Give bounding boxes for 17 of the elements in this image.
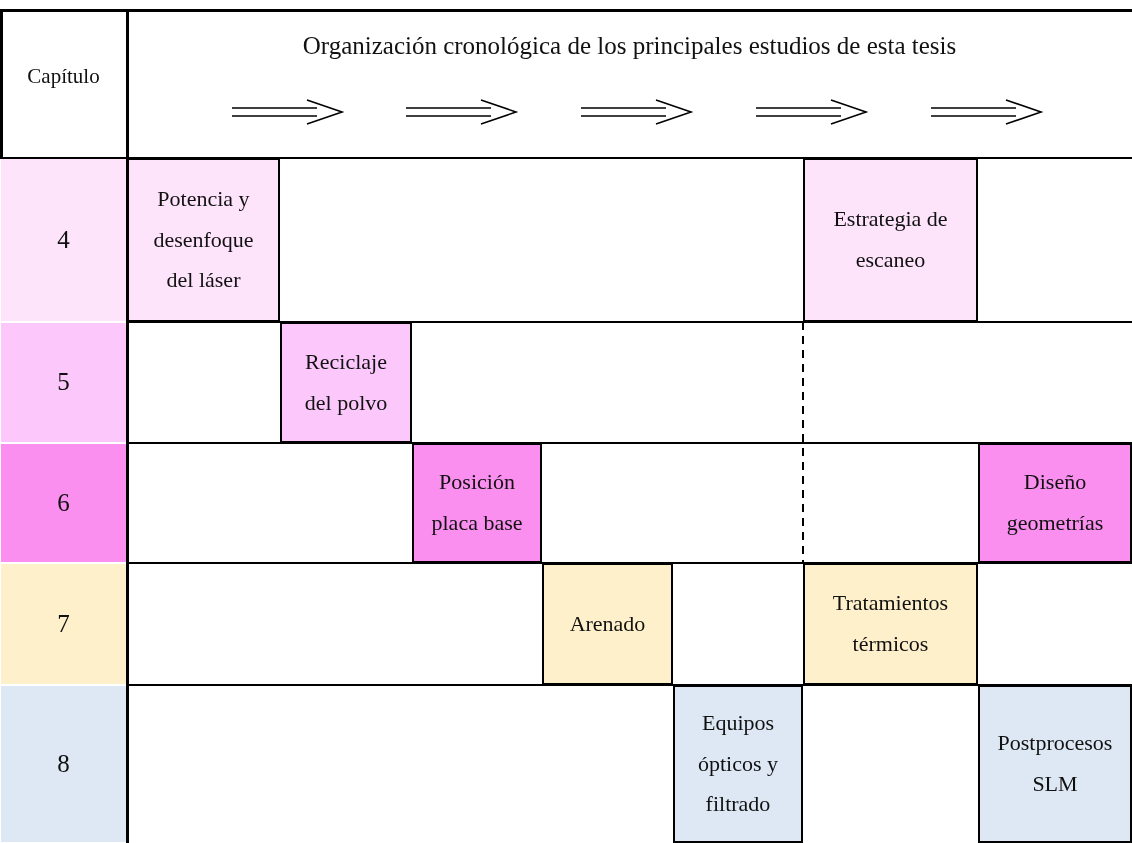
study-box: Tratamientos térmicos <box>803 563 978 685</box>
chapter-cell: 5 <box>0 322 127 443</box>
column-header: Capítulo <box>26 64 101 89</box>
chapter-cell: 4 <box>0 158 127 322</box>
study-box: Arenado <box>542 563 673 685</box>
study-box: Posición placa base <box>412 443 542 563</box>
chapter-cell: 8 <box>0 685 127 843</box>
study-box: Potencia y desenfoque del láser <box>127 158 280 322</box>
chapter-cell: 7 <box>0 563 127 685</box>
dashed-connector <box>802 321 804 564</box>
study-box: Equipos ópticos y filtrado <box>673 685 803 843</box>
title: Organización cronológica de los principales estudios de esta tesis <box>301 32 958 60</box>
chapter-cell: 6 <box>0 443 127 563</box>
study-box: Diseño geometrías <box>978 443 1132 563</box>
study-box: Reciclaje del polvo <box>280 322 412 443</box>
study-box: Postprocesos SLM <box>978 685 1132 843</box>
study-box: Estrategia de escaneo <box>803 158 978 322</box>
